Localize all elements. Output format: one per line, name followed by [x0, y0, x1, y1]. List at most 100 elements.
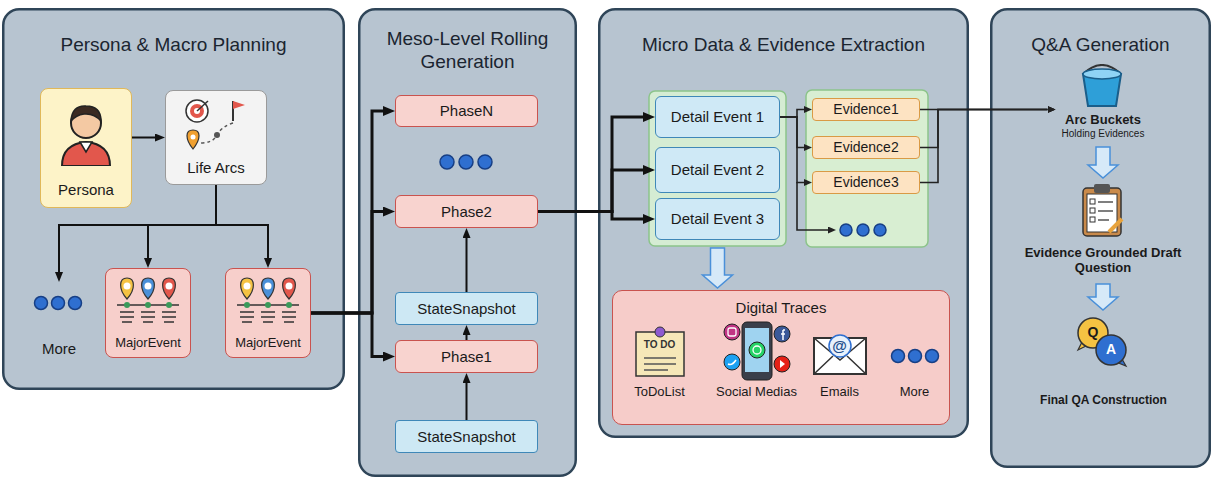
icon-shape [265, 302, 271, 308]
icon-shape [240, 278, 253, 299]
icon-shape [80, 142, 92, 152]
box-label: Detail Event 2 [671, 161, 764, 179]
detail-event-box: Detail Event 1 [655, 96, 780, 138]
ellipsis-dot [459, 155, 473, 169]
evidence-box: Evidence1 [812, 98, 920, 121]
step-label: Evidence Grounded Draft Question [1015, 246, 1191, 276]
icon-shape [187, 130, 199, 149]
panel: Persona & Macro Planning Persona Life Ar… [2, 8, 345, 390]
icon-shape [285, 282, 292, 289]
connector-arrow [538, 117, 643, 212]
detail-event-box: Detail Event 2 [655, 147, 780, 193]
icon-shape [753, 346, 761, 354]
icon-shape [124, 302, 130, 308]
icon-shape [51, 296, 64, 309]
icon-shape [71, 105, 101, 120]
phase-box: PhaseN [395, 95, 538, 127]
box-label: Persona [58, 181, 114, 199]
icon-shape [781, 330, 785, 340]
icon-shape [724, 324, 740, 340]
icon-caption: ToDoList [634, 385, 685, 400]
box-title: Digital Traces [736, 299, 827, 317]
icon-shape [286, 302, 292, 308]
icon-shape [244, 302, 250, 308]
box-label: Life Arcs [187, 159, 245, 177]
box-label: StateSnapshot [417, 300, 515, 318]
major-event-box: MajorEvent [225, 268, 311, 358]
icon-text: Q [1088, 324, 1099, 340]
connector-arrow [216, 185, 268, 258]
snapshot-box: StateSnapshot [395, 420, 538, 453]
connector-arrow [780, 110, 804, 118]
evidence-box: Evidence2 [812, 136, 920, 159]
flow-arrow [703, 248, 733, 288]
flow-arrow [1088, 147, 1118, 178]
panel-title: Meso-Level Rolling Generation [368, 28, 567, 74]
life-arcs-box: Life Arcs [165, 90, 267, 185]
social-media-icon [722, 320, 792, 382]
panel: Q&A Generation Arc BucketsHolding Eviden… [990, 8, 1211, 468]
connector-arrow [148, 185, 216, 258]
panel-title: Micro Data & Evidence Extraction [642, 34, 925, 57]
ellipsis-dot [840, 224, 852, 236]
icon-shape [908, 349, 921, 362]
evidence-container [806, 90, 928, 247]
qa-step: Evidence Grounded Draft Question [1011, 180, 1195, 280]
bucket-icon [1077, 64, 1127, 108]
box-label: Evidence3 [833, 174, 898, 191]
icon-shape [264, 282, 271, 289]
box-label: StateSnapshot [417, 428, 515, 446]
box-label: Evidence1 [833, 101, 898, 118]
icon-shape [145, 302, 151, 308]
evidence-box: Evidence3 [812, 171, 920, 194]
connector-arrow [538, 170, 643, 212]
panel-frame [599, 9, 968, 437]
panel-title: Persona & Macro Planning [60, 34, 286, 57]
qa-step: Final QA ConstructionQA [1034, 312, 1173, 412]
icon-shape [162, 278, 175, 299]
icon-caption: Social Medias [716, 385, 797, 400]
icon-shape [1109, 219, 1122, 232]
connector-arrow [311, 212, 383, 314]
icon-shape [1096, 335, 1126, 365]
icon-shape [144, 282, 151, 289]
more-item: More [25, 282, 93, 362]
ellipsis-dot [857, 224, 869, 236]
icon-shape [780, 360, 785, 368]
icon-shape [190, 134, 195, 139]
icon-shape [261, 278, 274, 299]
icon-shape [240, 312, 296, 322]
icon-caption: More [900, 385, 930, 400]
todo-icon [630, 324, 690, 380]
icon-shape [742, 322, 772, 380]
detail-event-box: Detail Event 3 [655, 198, 780, 240]
clipboard-icon [1079, 182, 1125, 238]
ellipsis-dot [440, 155, 454, 169]
connector-arrow [538, 212, 643, 220]
icon-shape [644, 358, 676, 370]
ellipsis-dot [478, 155, 492, 169]
ellipsis-dot [874, 224, 886, 236]
ellipsis-icon [33, 295, 83, 311]
icon-shape [891, 349, 904, 362]
box-label: MajorEvent [235, 335, 301, 351]
icon-shape [120, 278, 133, 299]
connector-arrow [132, 137, 155, 139]
icon-shape [774, 326, 790, 342]
icon-shape [68, 296, 81, 309]
icon-shape [745, 328, 769, 372]
panel: Micro Data & Evidence ExtractionDetail E… [598, 8, 969, 438]
icon-shape [1098, 202, 1113, 220]
connector-arrow [920, 110, 1048, 183]
icon-shape [1090, 217, 1095, 222]
ellipsis-icon [890, 348, 940, 364]
icon-shape [166, 302, 172, 308]
icon-shape [636, 332, 684, 376]
box-label: PhaseN [440, 102, 493, 120]
icon-shape [197, 101, 208, 111]
connector-arrow [466, 383, 468, 420]
connector-arrow [311, 313, 383, 357]
panel-frame [991, 9, 1210, 467]
